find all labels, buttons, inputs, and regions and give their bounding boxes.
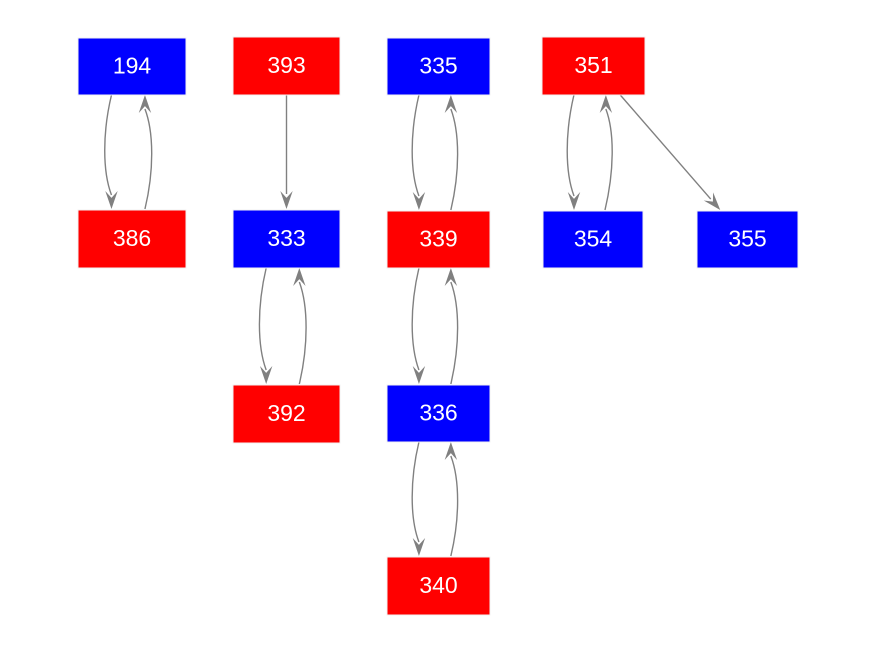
arrowhead bbox=[259, 366, 273, 384]
node-393[interactable]: 393 bbox=[232, 36, 341, 96]
node-layer: 194 386 393 333 392 335 339 336 340 351 354 355 bbox=[77, 36, 799, 616]
node-box-194[interactable] bbox=[77, 37, 187, 96]
edge-351-to-354 bbox=[566, 94, 581, 210]
node-392[interactable]: 392 bbox=[232, 384, 341, 444]
edge-335-to-339 bbox=[411, 94, 426, 210]
edge-333-to-392 bbox=[258, 267, 273, 384]
node-354[interactable]: 354 bbox=[542, 210, 644, 269]
node-351[interactable]: 351 bbox=[541, 36, 646, 96]
node-333[interactable]: 333 bbox=[232, 209, 341, 269]
arrowhead bbox=[412, 192, 426, 210]
arrowhead bbox=[280, 191, 293, 209]
node-box-393[interactable] bbox=[232, 36, 341, 96]
node-box-336[interactable] bbox=[386, 384, 491, 443]
arrowhead bbox=[444, 268, 458, 286]
arrowhead bbox=[444, 442, 458, 460]
edge-339-to-336 bbox=[411, 267, 426, 384]
node-box-354[interactable] bbox=[542, 210, 644, 269]
node-box-351[interactable] bbox=[541, 36, 646, 96]
node-336[interactable]: 336 bbox=[386, 384, 491, 443]
node-box-386[interactable] bbox=[77, 209, 187, 269]
edge-393-to-333 bbox=[280, 95, 293, 209]
arrowhead bbox=[444, 95, 458, 113]
node-386[interactable]: 386 bbox=[77, 209, 187, 269]
node-340[interactable]: 340 bbox=[386, 556, 491, 616]
node-355[interactable]: 355 bbox=[696, 210, 799, 269]
node-339[interactable]: 339 bbox=[386, 210, 491, 269]
node-box-335[interactable] bbox=[386, 37, 491, 96]
edge-layer bbox=[104, 94, 721, 557]
edge-336-to-339 bbox=[444, 268, 459, 385]
edge-351-to-355 bbox=[619, 94, 721, 210]
node-box-355[interactable] bbox=[696, 210, 799, 269]
node-box-339[interactable] bbox=[386, 210, 491, 269]
edge-354-to-351 bbox=[599, 95, 613, 211]
arrowhead bbox=[599, 95, 613, 113]
edge-339-to-335 bbox=[444, 95, 459, 211]
node-box-392[interactable] bbox=[232, 384, 341, 444]
edge-392-to-333 bbox=[293, 268, 307, 385]
edge-340-to-336 bbox=[444, 442, 459, 557]
arrowhead bbox=[567, 192, 581, 210]
node-194[interactable]: 194 bbox=[77, 37, 187, 96]
arrowhead bbox=[293, 268, 306, 286]
arrowhead bbox=[138, 95, 152, 113]
arrowhead bbox=[412, 366, 426, 384]
edge-194-to-386 bbox=[104, 94, 118, 209]
arrowhead bbox=[412, 538, 426, 556]
arrowhead bbox=[703, 192, 721, 210]
edge-386-to-194 bbox=[138, 95, 153, 210]
edge-336-to-340 bbox=[411, 441, 426, 556]
node-box-340[interactable] bbox=[386, 556, 491, 616]
node-335[interactable]: 335 bbox=[386, 37, 491, 96]
arrowhead bbox=[105, 191, 118, 209]
node-box-333[interactable] bbox=[232, 209, 341, 269]
